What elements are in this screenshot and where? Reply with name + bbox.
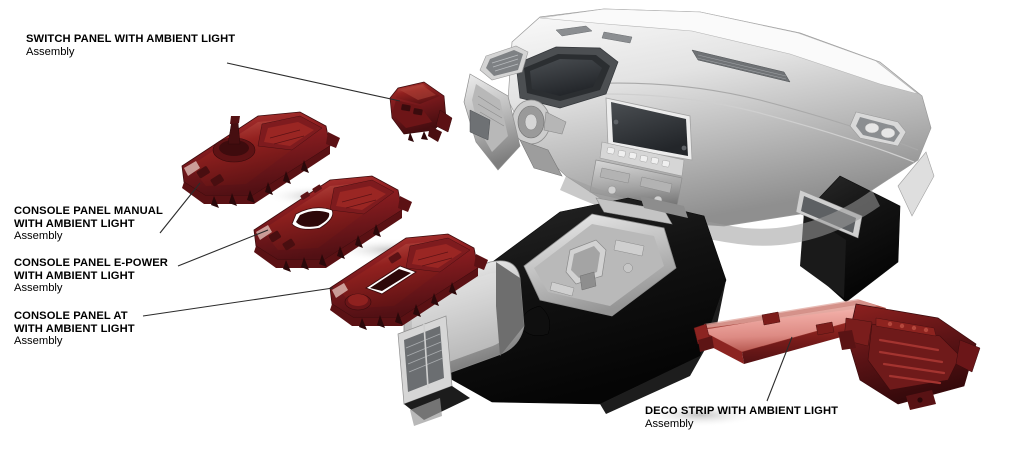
callout-console-epower-subtitle: Assembly [14, 282, 63, 295]
instrument-panel [463, 8, 935, 303]
deco-strip-part [693, 299, 981, 410]
callout-console-at-title-line1: CONSOLE PANEL AT [14, 310, 128, 322]
callout-console-manual-title-line2: WITH AMBIENT LIGHT [14, 217, 135, 230]
leader-console-at [142, 287, 334, 317]
dash-top-grille [555, 25, 633, 44]
switch-panel-part [389, 81, 453, 142]
callout-console-panel-e-power: CONSOLE PANEL E-POWER WITH AMBIENT LIGHT… [14, 257, 168, 295]
callout-console-manual-title-line1: CONSOLE PANEL MANUAL [14, 205, 163, 217]
infotainment-screen [605, 97, 693, 161]
console-manual-part [181, 111, 340, 208]
callout-console-at-subtitle: Assembly [14, 335, 63, 348]
callout-console-manual-subtitle: Assembly [14, 230, 63, 243]
leader-console-manual [159, 182, 201, 234]
callout-console-epower-title-line1: CONSOLE PANEL E-POWER [14, 257, 168, 269]
callout-deco-strip-subtitle: Assembly [645, 417, 694, 430]
center-stack-controls [599, 141, 685, 177]
callout-deco-strip-title: DECO STRIP WITH AMBIENT LIGHT [645, 405, 839, 417]
leader-deco-strip [766, 336, 793, 402]
deco-strip-vent-housing [838, 303, 981, 410]
driver-vent [479, 45, 529, 81]
console-at-part [329, 233, 488, 330]
gear-selector [565, 239, 607, 291]
callout-switch-panel-title: SWITCH PANEL WITH AMBIENT LIGHT [26, 33, 236, 45]
leader-lines [142, 62, 793, 402]
callout-deco-strip: DECO STRIP WITH AMBIENT LIGHT Assembly [645, 405, 838, 430]
leader-switch-panel [226, 62, 401, 102]
callout-console-panel-at: CONSOLE PANEL AT WITH AMBIENT LIGHT Asse… [14, 310, 135, 348]
callout-switch-panel-subtitle: Assembly [26, 45, 75, 58]
callout-switch-panel: SWITCH PANEL WITH AMBIENT LIGHT Assembly [26, 33, 235, 58]
defroster-grille [691, 49, 791, 83]
steering-column [511, 99, 567, 177]
callout-console-at-title-line2: WITH AMBIENT LIGHT [14, 322, 135, 335]
callout-console-panel-manual: CONSOLE PANEL MANUAL WITH AMBIENT LIGHT … [14, 205, 163, 243]
console-epower-part [253, 175, 412, 272]
passenger-vent [849, 111, 907, 147]
center-console [397, 196, 727, 426]
leader-console-epower [177, 229, 269, 267]
console-buttons [549, 239, 645, 297]
callout-console-epower-title-line2: WITH AMBIENT LIGHT [14, 269, 135, 282]
